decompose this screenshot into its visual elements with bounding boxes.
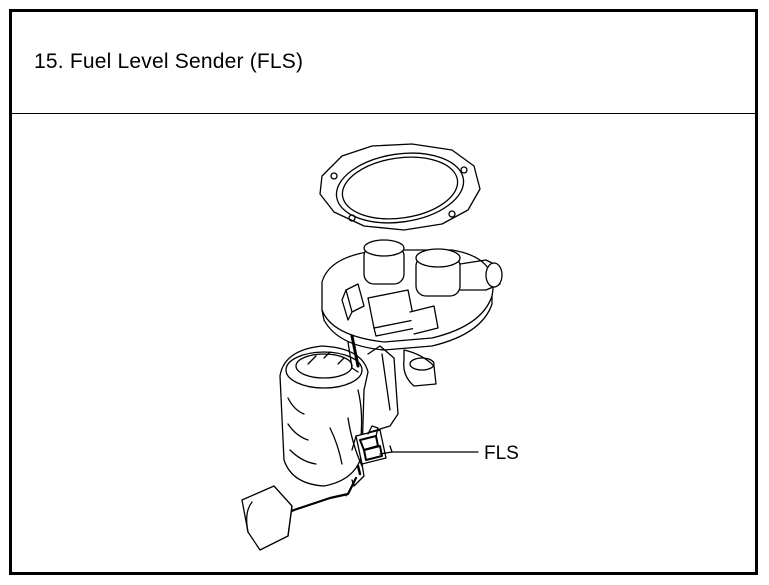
fuel-pump-diagram: FLS (12, 114, 755, 572)
gasket-ring (319, 143, 481, 231)
figure-header: 15. Fuel Level Sender (FLS) (12, 12, 755, 114)
pump-reservoir (279, 334, 437, 487)
float-arm (280, 476, 358, 518)
fuel-pump-illustration: FLS (241, 143, 519, 551)
figure-title: 15. Fuel Level Sender (FLS) (34, 50, 304, 73)
float (241, 485, 293, 551)
figure-frame: 15. Fuel Level Sender (FLS) (9, 9, 758, 575)
fuel-level-sender (351, 425, 393, 487)
fls-callout-label: FLS (484, 443, 519, 464)
pump-flange (321, 239, 503, 351)
